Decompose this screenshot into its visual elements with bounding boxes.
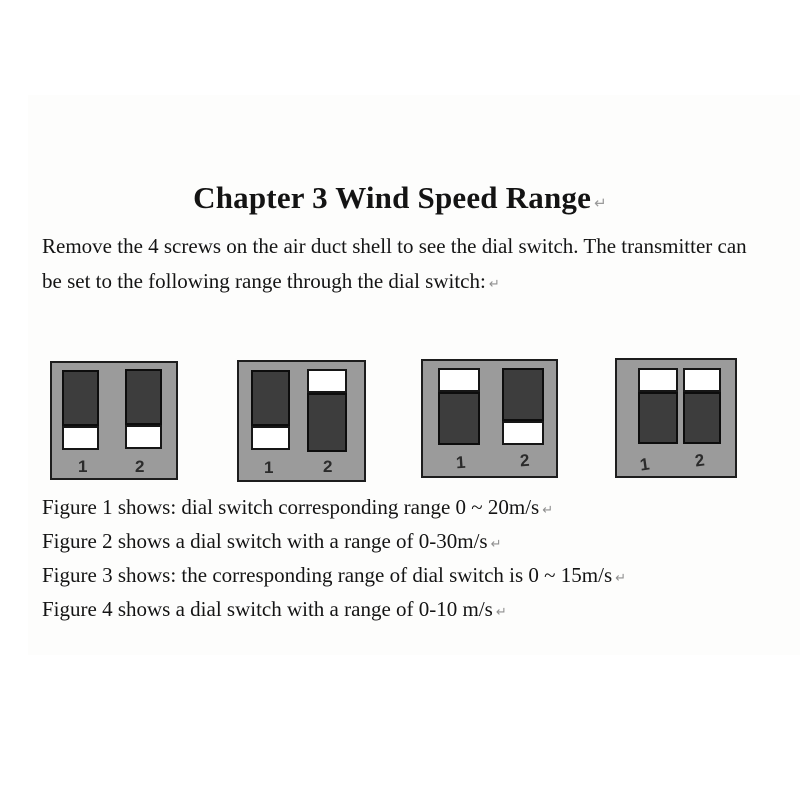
paragraph-return-mark: ↵ bbox=[615, 571, 627, 586]
figure-captions: Figure 1 shows: dial switch correspondin… bbox=[42, 494, 626, 630]
intro-line-1: Remove the 4 screws on the air duct shel… bbox=[42, 234, 747, 258]
switch-label-1: 1 bbox=[455, 452, 467, 473]
caption-text: Figure 3 shows: the corresponding range … bbox=[42, 563, 613, 587]
switch-slot bbox=[125, 369, 162, 425]
switch-label-2: 2 bbox=[323, 457, 333, 476]
caption-text: Figure 4 shows a dial switch with a rang… bbox=[42, 597, 493, 621]
dip-switch-2 bbox=[125, 369, 162, 449]
dial-switch-panel-figure-4: 1 2 bbox=[615, 358, 737, 478]
dial-switch-panel-figure-3: 1 2 bbox=[421, 359, 558, 478]
switch-knob bbox=[62, 426, 99, 450]
switch-knob bbox=[251, 426, 290, 450]
paragraph-return-mark: ↵ bbox=[488, 277, 500, 292]
caption-text: Figure 2 shows a dial switch with a rang… bbox=[42, 529, 488, 553]
caption-text: Figure 1 shows: dial switch correspondin… bbox=[42, 495, 540, 519]
intro-line-2: be set to the following range through th… bbox=[42, 264, 782, 302]
page-title-text: Chapter 3 Wind Speed Range bbox=[193, 180, 592, 215]
page-title: Chapter 3 Wind Speed Range↵ bbox=[0, 180, 800, 216]
dip-switch-1 bbox=[62, 370, 99, 450]
switch-label-1: 1 bbox=[78, 457, 88, 476]
switch-knob bbox=[502, 421, 544, 445]
switch-label-2: 2 bbox=[135, 457, 145, 476]
caption-figure-3: Figure 3 shows: the corresponding range … bbox=[42, 562, 626, 596]
dial-switch-panel-figure-1: 1 2 bbox=[50, 361, 178, 480]
switch-knob bbox=[125, 425, 162, 449]
caption-figure-2: Figure 2 shows a dial switch with a rang… bbox=[42, 528, 626, 562]
switch-slot bbox=[502, 368, 544, 421]
switch-slot bbox=[62, 370, 99, 426]
paragraph-return-mark: ↵ bbox=[495, 605, 507, 620]
dip-switch-2 bbox=[307, 369, 347, 452]
switch-slot bbox=[307, 393, 347, 452]
switch-knob bbox=[683, 368, 721, 392]
intro-line-2-text: be set to the following range through th… bbox=[42, 269, 486, 293]
dip-switch-2 bbox=[683, 368, 721, 444]
switch-slot bbox=[251, 370, 290, 426]
dip-switch-1 bbox=[638, 368, 678, 444]
paragraph-return-mark: ↵ bbox=[490, 537, 502, 552]
dial-switch-figure-row: 1 2 1 2 1 2 bbox=[50, 358, 737, 482]
paragraph-return-mark: ↵ bbox=[594, 194, 607, 212]
switch-knob bbox=[438, 368, 480, 392]
switch-knob bbox=[307, 369, 347, 393]
switch-label-1: 1 bbox=[638, 454, 651, 475]
switch-slot bbox=[438, 392, 480, 445]
switch-slot bbox=[683, 392, 721, 444]
caption-figure-4: Figure 4 shows a dial switch with a rang… bbox=[42, 596, 626, 630]
switch-slot bbox=[638, 392, 678, 444]
switch-knob bbox=[638, 368, 678, 392]
dip-switch-1 bbox=[438, 368, 480, 445]
dial-switch-panel-figure-2: 1 2 bbox=[237, 360, 366, 482]
dip-switch-1 bbox=[251, 370, 290, 450]
paragraph-return-mark: ↵ bbox=[542, 503, 554, 518]
intro-paragraph: Remove the 4 screws on the air duct shel… bbox=[42, 229, 782, 302]
switch-label-2: 2 bbox=[519, 450, 531, 471]
switch-label-1: 1 bbox=[264, 458, 274, 477]
switch-label-2: 2 bbox=[693, 450, 706, 471]
caption-figure-1: Figure 1 shows: dial switch correspondin… bbox=[42, 494, 626, 528]
dip-switch-2 bbox=[502, 368, 544, 445]
